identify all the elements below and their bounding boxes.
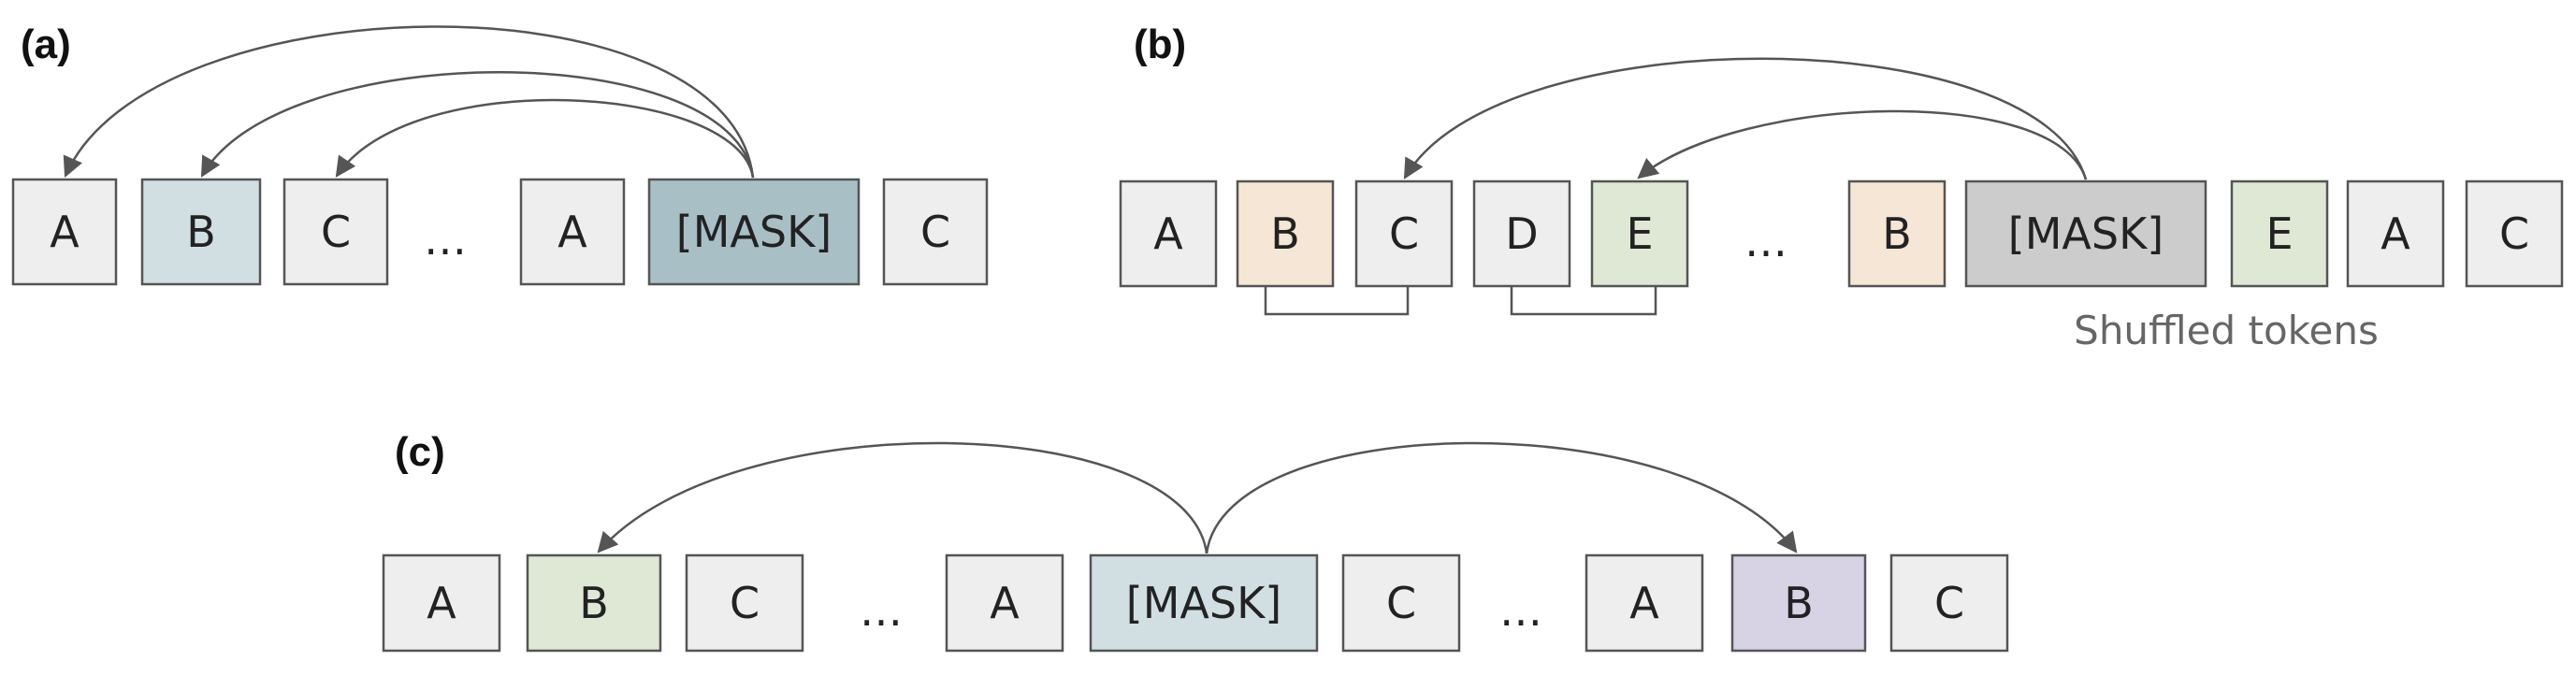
bracket-b-c xyxy=(1264,286,1410,316)
ellipsis: … xyxy=(1499,585,1542,636)
mask-token-box xyxy=(1089,553,1319,653)
panel-c-token-sequence: A B C … A [MASK] C … A B C xyxy=(382,553,2009,653)
token-label: A xyxy=(50,207,80,257)
arrow-mask-to-c xyxy=(335,98,755,179)
token-label: B xyxy=(1882,208,1912,259)
token-label: A xyxy=(2381,208,2410,259)
token-label: B xyxy=(1784,578,1814,628)
token-box xyxy=(140,178,262,286)
mask-token-label: [MASK] xyxy=(1126,578,1281,628)
token-label: C xyxy=(1934,578,1964,628)
token-label: C xyxy=(1389,208,1419,259)
token-box xyxy=(382,553,501,653)
token-box xyxy=(882,178,989,286)
token-label: E xyxy=(2265,208,2293,259)
token-label: A xyxy=(427,578,456,628)
panel-a-label: (a) xyxy=(21,22,71,67)
bracket-d-e xyxy=(1510,286,1657,316)
mask-token-label: [MASK] xyxy=(2008,208,2164,259)
panel-b-arrows xyxy=(1403,57,2088,180)
mask-token-box xyxy=(647,178,861,286)
panel-a-token-sequence: A B C … A [MASK] C xyxy=(11,178,989,286)
mask-token-box xyxy=(1964,180,2207,288)
token-box xyxy=(1472,180,1571,288)
panel-c-label: (c) xyxy=(395,429,445,475)
shuffled-tokens-caption: Shuffled tokens xyxy=(2074,308,2379,353)
token-box xyxy=(1847,180,1946,288)
token-label: B xyxy=(1270,208,1300,259)
token-label: C xyxy=(321,207,351,257)
token-label: A xyxy=(557,207,587,257)
ellipsis: … xyxy=(424,214,467,265)
token-box xyxy=(2465,180,2564,288)
panel-b-brackets xyxy=(1264,286,1657,316)
token-label: A xyxy=(1629,578,1659,628)
token-box xyxy=(1236,180,1335,288)
token-box xyxy=(1889,553,2009,653)
ellipsis: … xyxy=(860,585,903,636)
token-label: B xyxy=(579,578,609,628)
token-box xyxy=(1585,553,1704,653)
token-box xyxy=(2230,180,2329,288)
panel-c-arrows xyxy=(597,441,1798,554)
token-box xyxy=(519,178,626,286)
token-box xyxy=(11,178,118,286)
mask-token-label: [MASK] xyxy=(676,207,832,257)
arrow-mask-to-e-b xyxy=(1637,109,2088,180)
token-label: A xyxy=(990,578,1020,628)
token-label: C xyxy=(1386,578,1416,628)
panel-b-label: (b) xyxy=(1134,22,1186,67)
token-box xyxy=(945,553,1064,653)
token-label: C xyxy=(2499,208,2529,259)
ellipsis: … xyxy=(1744,216,1787,266)
panel-b-token-sequence: A B C D E … B [MASK] E A C xyxy=(1119,180,2564,288)
token-box xyxy=(526,553,662,653)
arrow-mask-to-b xyxy=(200,71,755,179)
arrow-mask-to-b-left xyxy=(597,441,1208,554)
token-label: A xyxy=(1153,208,1183,259)
token-label: B xyxy=(186,207,216,257)
token-label: C xyxy=(920,207,950,257)
token-box xyxy=(1354,180,1454,288)
arrow-mask-to-b-right xyxy=(1205,441,1798,554)
panel-a-arrows xyxy=(63,25,755,179)
arrow-mask-to-c-b xyxy=(1403,57,2088,180)
token-label: E xyxy=(1626,208,1653,259)
token-label: C xyxy=(730,578,760,628)
token-label: D xyxy=(1505,208,1538,259)
token-box xyxy=(1730,553,1867,653)
token-box xyxy=(2346,180,2445,288)
token-box xyxy=(282,178,389,286)
arrow-mask-to-a xyxy=(63,25,755,179)
token-box xyxy=(1119,180,1218,288)
token-box xyxy=(1341,553,1461,653)
token-box xyxy=(1590,180,1689,288)
token-box xyxy=(685,553,804,653)
